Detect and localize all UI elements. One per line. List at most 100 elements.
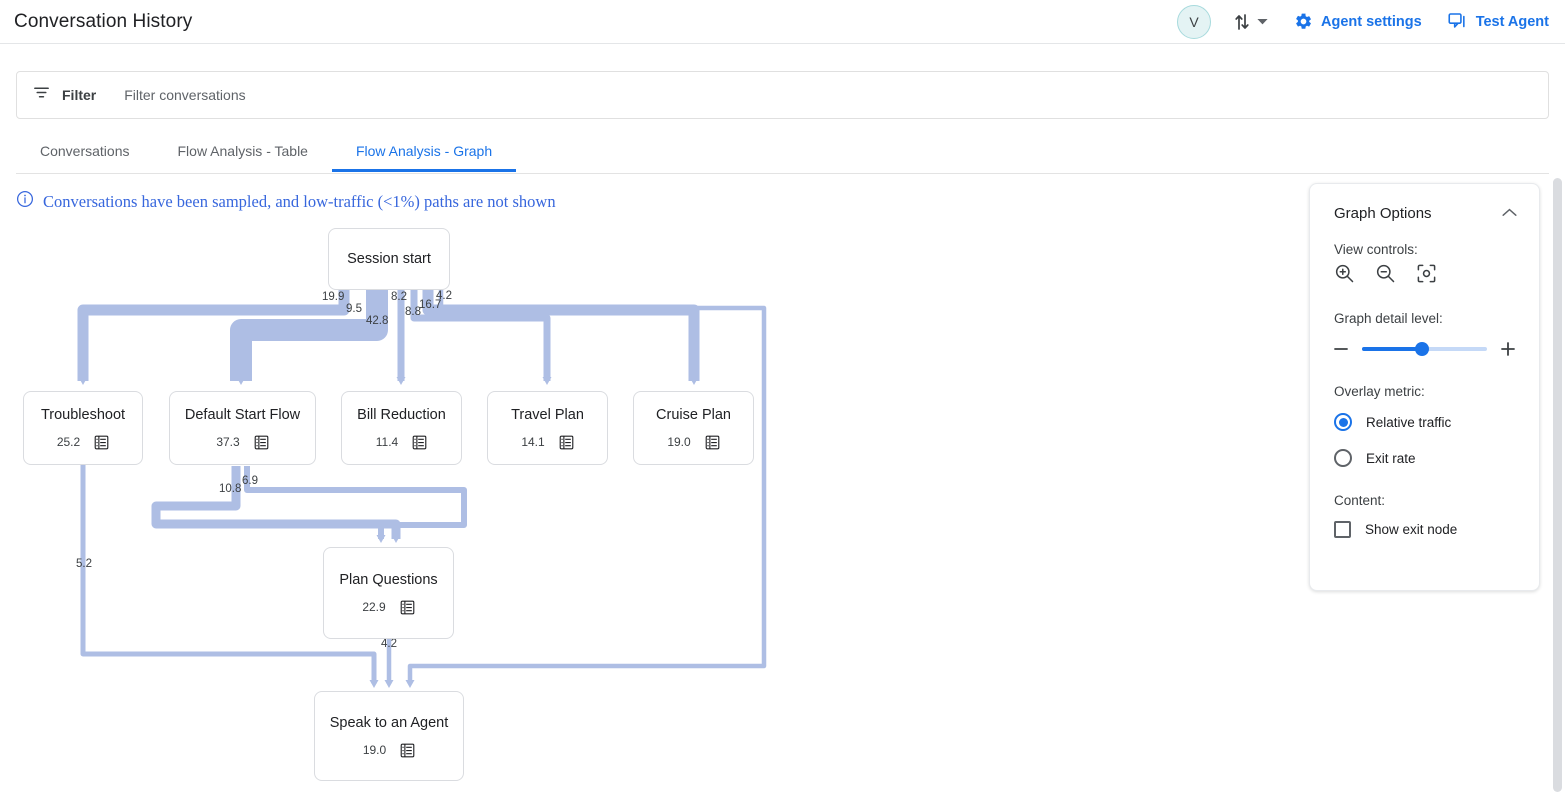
- node-meta: 19.0: [667, 435, 720, 450]
- node-meta: 11.4: [376, 435, 427, 450]
- filter-input[interactable]: [122, 86, 523, 104]
- vertical-scrollbar[interactable]: [1553, 174, 1562, 794]
- view-controls: [1310, 257, 1539, 289]
- node-title: Cruise Plan: [656, 406, 731, 423]
- node-value: 19.0: [667, 435, 691, 449]
- flow-graph-canvas[interactable]: 19.9 9.5 42.8 8.2 8.8 16.7 4.2 10.8 6.9 …: [0, 176, 1549, 798]
- scrollbar-thumb[interactable]: [1553, 178, 1562, 792]
- sort-arrows-icon: [1233, 12, 1251, 32]
- node-title: Speak to an Agent: [329, 714, 449, 731]
- edge-label-default-plan-a: 10.8: [219, 483, 242, 495]
- edge-label-session-default-b: 42.8: [366, 315, 389, 327]
- list-icon[interactable]: [94, 435, 109, 450]
- edge-label-session-troubleshoot: 19.9: [322, 291, 345, 303]
- edge-label-session-agent: 4.2: [436, 290, 452, 302]
- edge-label-session-bill: 8.2: [391, 291, 407, 303]
- node-value: 14.1: [521, 435, 545, 449]
- minus-icon[interactable]: [1332, 340, 1350, 358]
- list-icon[interactable]: [400, 743, 415, 758]
- chat-bubble-icon: [1448, 12, 1468, 31]
- sort-control[interactable]: [1233, 12, 1268, 32]
- radio-relative-traffic[interactable]: Relative traffic: [1310, 413, 1539, 431]
- view-controls-label: View controls:: [1334, 242, 1418, 257]
- filter-label: Filter: [62, 87, 97, 103]
- detail-level-label: Graph detail level:: [1334, 311, 1443, 326]
- top-bar-actions: V Agent settin: [1176, 4, 1565, 39]
- edge-label-plan-agent: 4.2: [381, 638, 397, 650]
- page-title: Conversation History: [14, 10, 193, 32]
- tab-flow-analysis-graph[interactable]: Flow Analysis - Graph: [331, 134, 517, 172]
- list-icon[interactable]: [559, 435, 574, 450]
- node-troubleshoot[interactable]: Troubleshoot 25.2: [23, 391, 143, 465]
- checkbox-show-exit-node[interactable]: Show exit node: [1310, 521, 1539, 538]
- info-icon: [16, 190, 34, 213]
- edge-label-session-cruise: 16.7: [419, 299, 442, 311]
- top-bar: Conversation History V: [0, 0, 1565, 44]
- sampling-notice-text: Conversations have been sampled, and low…: [43, 191, 556, 211]
- checkbox-icon[interactable]: [1334, 521, 1351, 538]
- agent-settings-label: Agent settings: [1320, 13, 1422, 30]
- radio-icon-unselected[interactable]: [1334, 449, 1352, 467]
- test-agent-button[interactable]: Test Agent: [1448, 12, 1549, 31]
- fit-to-screen-icon[interactable]: [1416, 263, 1437, 289]
- node-session-start[interactable]: Session start: [328, 228, 450, 290]
- slider-thumb[interactable]: [1415, 342, 1429, 356]
- edge-label-troubleshoot-agent: 5.2: [76, 558, 92, 570]
- node-value: 37.3: [216, 435, 240, 449]
- graph-options-panel: Graph Options View controls:: [1309, 183, 1540, 591]
- node-value: 25.2: [56, 435, 81, 449]
- flow-edges: [77, 290, 767, 688]
- overlay-metric-label: Overlay metric:: [1334, 384, 1425, 399]
- tab-bar: Conversations Flow Analysis - Table Flow…: [16, 134, 1549, 174]
- list-icon[interactable]: [412, 435, 427, 450]
- node-title: Bill Reduction: [357, 406, 446, 423]
- list-icon[interactable]: [400, 600, 415, 615]
- slider-fill: [1362, 347, 1422, 351]
- edge-label-default-plan-b: 6.9: [242, 475, 258, 487]
- node-value: 22.9: [362, 600, 386, 614]
- edge-label-session-default-a: 9.5: [346, 303, 362, 315]
- tab-flow-analysis-table[interactable]: Flow Analysis - Table: [177, 143, 308, 159]
- node-meta: 19.0: [363, 743, 415, 758]
- plus-icon[interactable]: [1499, 340, 1517, 358]
- avatar-initial: V: [1189, 13, 1199, 30]
- edge-label-session-travel: 8.8: [405, 306, 421, 318]
- node-value: 19.0: [362, 743, 387, 757]
- radio-label: Exit rate: [1366, 450, 1416, 466]
- node-default-start-flow[interactable]: Default Start Flow 37.3: [169, 391, 316, 465]
- filter-icon[interactable]: [33, 84, 50, 106]
- zoom-in-icon[interactable]: [1334, 263, 1355, 289]
- chevron-up-icon[interactable]: [1502, 204, 1517, 222]
- node-bill-reduction[interactable]: Bill Reduction 11.4: [341, 391, 462, 465]
- graph-options-header[interactable]: Graph Options: [1310, 184, 1539, 222]
- radio-label: Relative traffic: [1366, 414, 1452, 430]
- node-title: Travel Plan: [511, 406, 584, 423]
- node-cruise-plan[interactable]: Cruise Plan 19.0: [633, 391, 754, 465]
- avatar[interactable]: V: [1176, 4, 1211, 39]
- gear-icon: [1294, 12, 1313, 31]
- content-label: Content:: [1334, 493, 1386, 508]
- list-icon[interactable]: [705, 435, 720, 450]
- node-title: Session start: [347, 251, 431, 267]
- node-meta: 37.3: [216, 435, 269, 450]
- tab-conversations[interactable]: Conversations: [40, 143, 130, 159]
- radio-icon-selected[interactable]: [1334, 413, 1352, 431]
- node-meta: 22.9: [362, 600, 415, 615]
- zoom-out-icon[interactable]: [1375, 263, 1396, 289]
- list-icon[interactable]: [254, 435, 269, 450]
- node-value: 11.4: [375, 435, 399, 449]
- detail-level-slider[interactable]: [1362, 342, 1487, 356]
- filter-bar: Filter: [16, 71, 1549, 119]
- graph-options-title: Graph Options: [1334, 204, 1432, 222]
- node-meta: 25.2: [57, 435, 109, 450]
- node-meta: 14.1: [521, 435, 574, 450]
- detail-level-slider-row: [1310, 340, 1539, 358]
- agent-settings-button[interactable]: Agent settings: [1294, 12, 1422, 31]
- radio-exit-rate[interactable]: Exit rate: [1310, 449, 1539, 467]
- chevron-down-icon: [1257, 18, 1268, 25]
- node-plan-questions[interactable]: Plan Questions 22.9: [323, 547, 454, 639]
- node-speak-to-an-agent[interactable]: Speak to an Agent 19.0: [314, 691, 464, 781]
- node-travel-plan[interactable]: Travel Plan 14.1: [487, 391, 608, 465]
- node-title: Plan Questions: [339, 571, 438, 588]
